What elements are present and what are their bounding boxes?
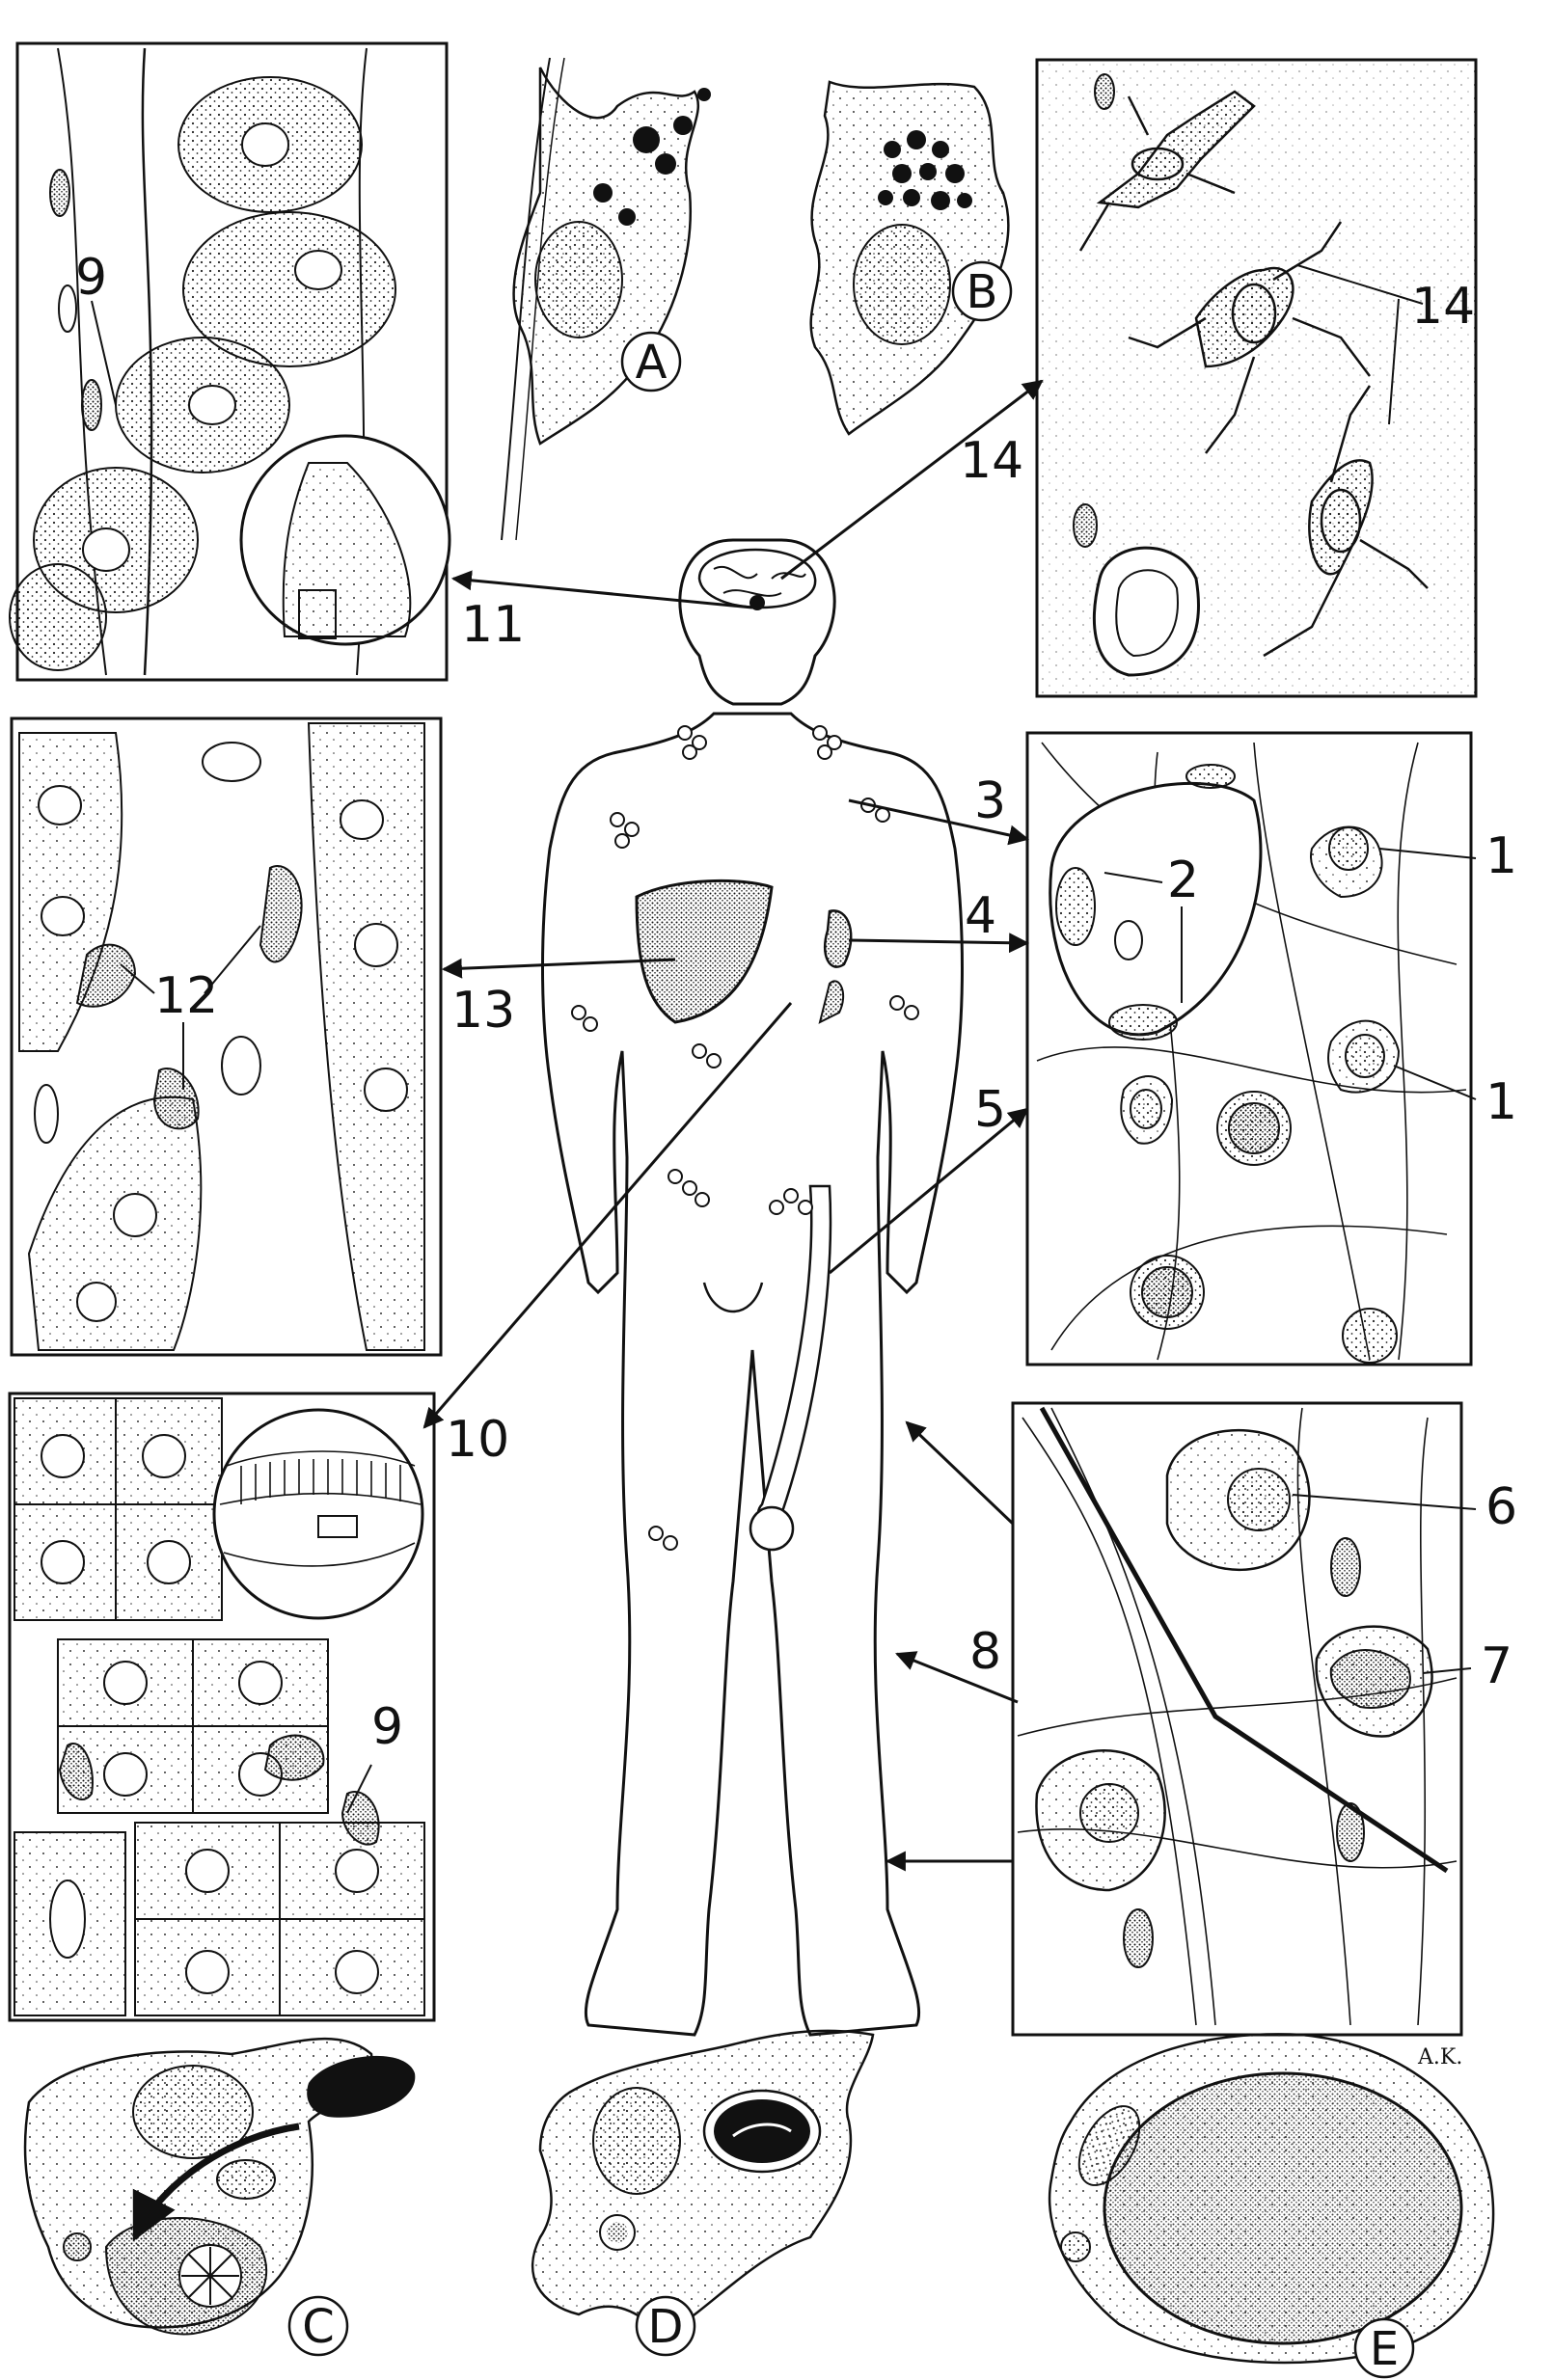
label-9-pituitary: 9 [75, 249, 107, 307]
label-9-lower: 9 [371, 1698, 403, 1756]
label-2: 2 [1167, 852, 1199, 909]
letter-c: C [302, 2300, 335, 2354]
label-12-liver: 12 [154, 967, 218, 1025]
cell-e-foreign-body: E [1048, 2033, 1495, 2379]
microglia-cells [1096, 90, 1374, 576]
human-figure [541, 538, 964, 2037]
cell-c-phagocytosis: C [23, 2037, 416, 2357]
cell-a-melanophage: A [501, 57, 711, 541]
figure-brain [697, 548, 817, 610]
panel-liver: 12 [10, 717, 443, 1357]
cell-b-macrophage: B [809, 80, 1013, 436]
cell-d-erythrophage: D [531, 2029, 875, 2357]
intestine-inset-circle [212, 1408, 424, 1620]
label-5: 5 [974, 1081, 1006, 1139]
panel-connective-tissue: 2 1 1 [1025, 731, 1517, 1366]
panel-loose-connective: 6 7 [1011, 1401, 1517, 2037]
letter-b: B [967, 265, 998, 319]
label-13: 13 [451, 982, 515, 1040]
label-4: 4 [965, 887, 996, 945]
artist-signature: A.K. [1417, 2045, 1462, 2069]
label-6: 6 [1485, 1478, 1517, 1536]
panel-lower-left: 9 [8, 1392, 436, 2022]
letter-a: A [636, 336, 668, 390]
pituitary-inset-circle [239, 434, 451, 646]
letter-e: E [1370, 2322, 1399, 2376]
label-8: 8 [969, 1623, 1001, 1681]
label-7: 7 [1481, 1637, 1512, 1695]
panel-pituitary: 9 [9, 41, 451, 682]
label-1-bottom: 1 [1485, 1073, 1517, 1131]
label-1-top: 1 [1485, 827, 1517, 885]
panel-microglia: 14 [1035, 58, 1478, 698]
label-14-arrow: 14 [960, 432, 1023, 490]
label-14-microglia: 14 [1411, 278, 1475, 336]
pointer-arrows [422, 379, 1044, 1872]
letter-d: D [648, 2300, 684, 2354]
label-3: 3 [974, 772, 1006, 830]
label-11: 11 [461, 596, 525, 654]
label-10: 10 [446, 1411, 509, 1469]
pituitary-cells [9, 76, 396, 671]
